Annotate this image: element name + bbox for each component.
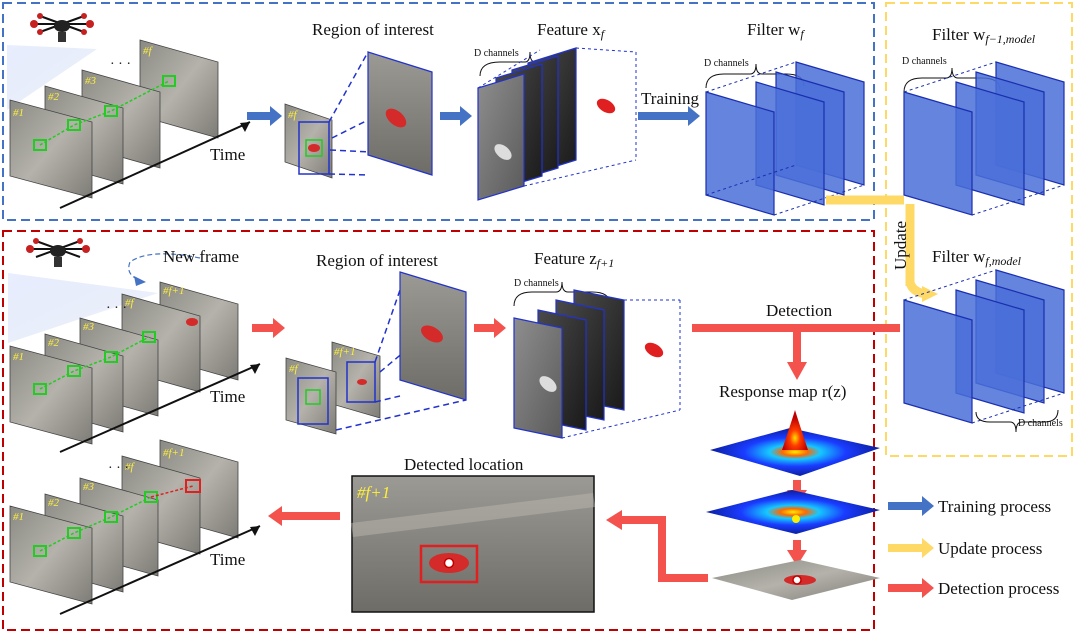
training-arrow-1 (247, 106, 282, 126)
svg-text:· · ·: · · · (106, 301, 127, 316)
feature-xf: Feature xf D channels (474, 20, 637, 201)
update-arrow: Update (826, 195, 938, 302)
feature-x-title: Feature xf (537, 20, 606, 41)
new-frame-label: New frame (163, 247, 239, 266)
frame-label-f: #f (143, 45, 154, 57)
drone-icon (7, 13, 97, 110)
det-frame-label-1: #1 (13, 351, 24, 363)
res-frame-label-3: #3 (83, 481, 95, 493)
filter-wf: Filter wf D channels (704, 20, 865, 216)
training-box (2, 2, 875, 221)
response-title: Response map r(z) (719, 382, 846, 401)
res-frame-label-f: #f (125, 461, 136, 473)
detection-arrow-2 (474, 318, 506, 338)
training-arrow-3 (638, 106, 700, 126)
feature-x-channels: D channels (474, 48, 519, 59)
detection-flow: Detection (692, 301, 900, 380)
res-frame-label-f1: #f+1 (163, 447, 184, 459)
feature-z-title: Feature zf+1 (534, 249, 614, 270)
legend-detection: Detection process (888, 578, 1059, 598)
filter-model-channels: D channels (1018, 418, 1063, 429)
ellipsis: · · · (110, 57, 131, 72)
training-roi: #f Region of interest (284, 20, 434, 179)
training-arrow-2 (440, 106, 472, 126)
legend: Training process Update process Detectio… (888, 496, 1059, 598)
detection-arrow-1 (252, 318, 285, 338)
frame-label-2: #2 (48, 91, 60, 103)
legend-training: Training process (888, 496, 1051, 516)
frame-1 (9, 99, 93, 199)
det-frame-label-f: #f (125, 297, 136, 309)
res-frame-label-2: #2 (48, 497, 60, 509)
feature-z-channels: D channels (514, 278, 559, 289)
filter-model: Filter wf,model D channels (903, 247, 1065, 433)
det-roi-title: Region of interest (316, 251, 438, 270)
time-axis-label: Time (210, 145, 245, 164)
filter-prev-title: Filter wf−1,model (932, 25, 1036, 46)
result-arrow (620, 516, 708, 582)
filter-prev-channels: D channels (902, 56, 947, 67)
detection-drone-icon (8, 238, 158, 343)
frame-label-3: #3 (85, 75, 97, 87)
det-roi-frame-f1: #f+1 (334, 346, 355, 358)
detection-arrow-back (268, 506, 340, 526)
filter-wf-channels: D channels (704, 58, 749, 69)
det-roi-frame-f: #f (289, 363, 300, 375)
legend-detection-label: Detection process (938, 579, 1059, 598)
legend-update-label: Update process (938, 539, 1042, 558)
detected-frame-label: #f+1 (357, 483, 390, 502)
det-frame-label-2: #2 (48, 337, 60, 349)
det-frame-label-f1: #f+1 (163, 285, 184, 297)
detection-roi: #f #f+1 Region of interest (285, 251, 467, 435)
roi-frame-label: #f (288, 109, 299, 121)
detection-box (2, 230, 875, 631)
update-box (885, 2, 1073, 457)
roi-title: Region of interest (312, 20, 434, 39)
training-label: Training (641, 89, 699, 108)
detected-location: Detected location #f+1 (351, 455, 595, 613)
svg-text:· · ·: · · · (108, 461, 129, 476)
frame-label-1: #1 (13, 107, 24, 119)
response-map: Response map r(z) (706, 382, 880, 600)
res-time-label: Time (210, 550, 245, 569)
res-frame-label-1: #1 (13, 511, 24, 523)
result-frame-stack: #1 #2 #3 #f #f+1 · · · Time (9, 439, 261, 615)
legend-update: Update process (888, 538, 1042, 558)
training-frame-stack: #1 #2 #3 #f · · · Time (9, 39, 251, 209)
legend-training-label: Training process (938, 497, 1051, 516)
detected-title: Detected location (404, 455, 524, 474)
det-frame-label-3: #3 (83, 321, 95, 333)
detection-label: Detection (766, 301, 833, 320)
det-time-label: Time (210, 387, 245, 406)
detection-frame-stack: #1 #2 #3 #f #f+1 · · · Time (9, 281, 261, 453)
filter-wf-title: Filter wf (747, 20, 805, 41)
filter-model-title: Filter wf,model (932, 247, 1022, 268)
feature-zf1: Feature zf+1 D channels (513, 249, 681, 439)
filter-prev-model: Filter wf−1,model D channels (902, 25, 1065, 216)
update-label: Update (891, 221, 910, 270)
